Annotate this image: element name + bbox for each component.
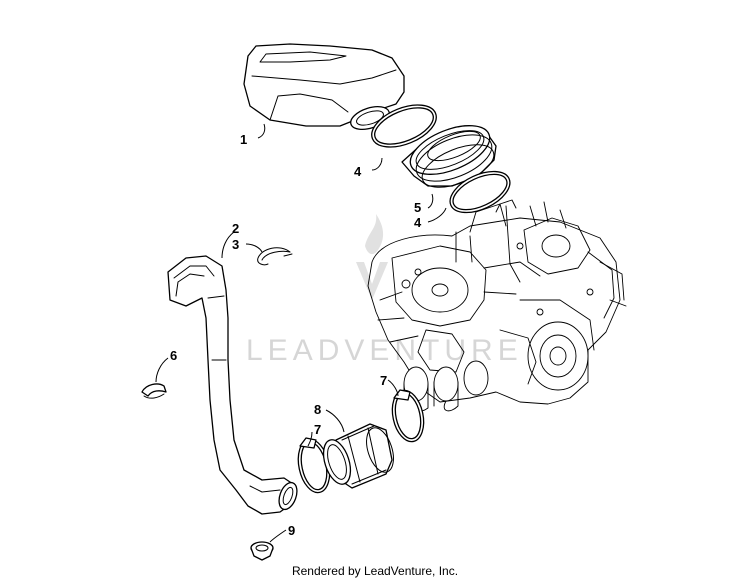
part-5-boot [401, 125, 497, 188]
callout-1: 1 [240, 132, 247, 147]
part-6-clip [141, 383, 167, 399]
leader-4-lower [427, 207, 447, 223]
callout-7-right: 7 [380, 373, 387, 388]
leader-2 [221, 231, 235, 259]
leader-8 [325, 409, 345, 433]
callout-4-lower: 4 [414, 215, 422, 230]
part-7-right-hose-clamp [391, 389, 425, 443]
callout-5: 5 [414, 200, 421, 215]
callout-3: 3 [232, 237, 239, 252]
leader-9 [269, 529, 287, 543]
part-7-left-hose-clamp [297, 437, 331, 494]
leader-7-right [387, 379, 399, 397]
callout-6: 6 [170, 348, 177, 363]
leader-1 [257, 123, 266, 139]
leader-4-upper [371, 157, 383, 171]
callout-4-upper: 4 [354, 164, 362, 179]
callout-9: 9 [288, 523, 295, 538]
callout-8: 8 [314, 402, 321, 417]
callout-labels: 1 2 3 4 4 5 6 7 7 8 9 [170, 132, 422, 538]
part-9-drain-valve [250, 541, 274, 561]
leadventure-logo-mark [356, 214, 388, 300]
leader-6 [155, 357, 169, 383]
leader-lines [155, 123, 447, 543]
part-3-clip [257, 247, 293, 266]
part-8-coupler [322, 423, 394, 489]
rendered-by-footer: Rendered by LeadVenture, Inc. [291, 564, 459, 578]
watermark-text: LEADVENTURE [246, 334, 523, 367]
part-4-lower-seal-ring [449, 170, 511, 214]
leader-7-left [307, 431, 313, 447]
leadventure-watermark: LEADVENTURE [246, 214, 523, 367]
part-4-upper-seal-ring [371, 104, 437, 148]
part-2-intake-tube [167, 255, 298, 515]
leader-5 [427, 193, 434, 209]
engine-assembly [367, 199, 627, 412]
leader-3 [245, 243, 263, 253]
callout-2: 2 [232, 221, 239, 236]
callout-7-left: 7 [314, 422, 321, 437]
